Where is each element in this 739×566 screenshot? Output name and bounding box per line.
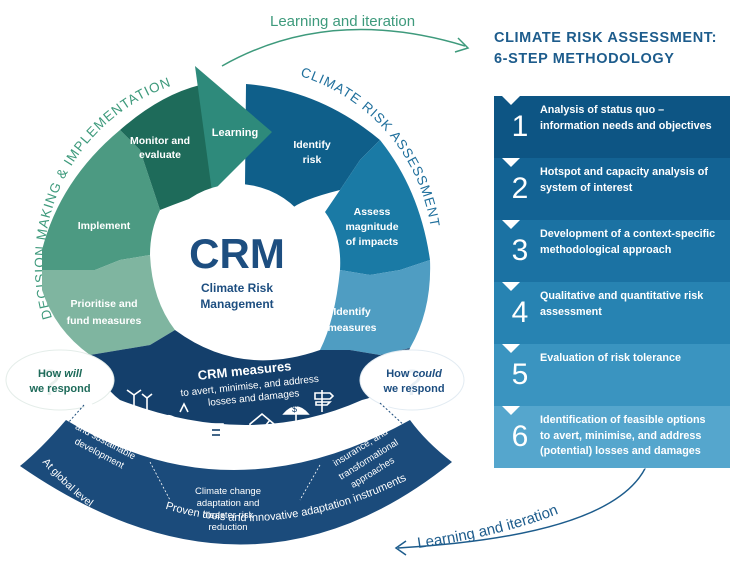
wave-icon (154, 402, 189, 431)
step-3[interactable]: 3 Development of a context-specific method… (494, 220, 730, 283)
step-text-line2: methodological approach (540, 243, 672, 256)
how-could-bubble: ? How could we respond (359, 349, 465, 412)
label-monitor-line2: evaluate (139, 149, 181, 161)
top-loop-arrow-line (221, 28, 466, 67)
step-text-line1: Qualitative and quantitative risk (540, 290, 704, 302)
step-number: 6 (511, 420, 529, 453)
top-loop-arrowhead (454, 37, 470, 53)
label-learning: Learning (212, 127, 258, 139)
step-1[interactable]: 1 Analysis of status quo – information nee… (494, 96, 730, 159)
step-text: Development of a context-specific methodo… (540, 227, 726, 258)
label-identify-risk-line2: risk (303, 154, 322, 166)
band-adaptation-line3: disaster risk (203, 510, 254, 521)
step-notch (502, 406, 520, 415)
band-adaptation-line4: reduction (208, 522, 247, 533)
panel-title-line1: CLIMATE RISK ASSESSMENT: (494, 30, 718, 46)
label-identify-measures-line2: measures (327, 322, 376, 334)
house-icon (249, 412, 275, 441)
segment-prioritise-fund[interactable] (42, 255, 175, 355)
center-title: CRM (189, 230, 285, 277)
bottom-loop-arrow-line (397, 461, 649, 549)
label-monitor-line1: Monitor and (130, 135, 190, 147)
how-could-line2: we respond (382, 383, 444, 395)
label-assess-line3: of impacts (346, 236, 399, 248)
panel-title: CLIMATE RISK ASSESSMENT: 6-STEP METHODOL… (494, 28, 734, 70)
step-text: Identification of feasible options to ave… (540, 413, 726, 460)
how-will-line2: we respond (28, 383, 90, 395)
step-number: 1 (511, 110, 529, 143)
label-identify-measures-line1: Identify (333, 306, 370, 318)
wind-turbine-icon (126, 389, 153, 415)
step-number: 4 (511, 296, 529, 329)
segment-implement[interactable] (42, 130, 160, 270)
segment-identify-risk[interactable] (245, 84, 380, 210)
signpost-icon (314, 390, 335, 412)
step-text-line1: Development of a context-specific (540, 228, 716, 240)
center-subtitle-line2: Management (200, 297, 273, 311)
label-prioritise-line1: Prioritise and (70, 298, 137, 310)
umbrella-money-icon: $ (282, 404, 310, 428)
step-text-line1: Analysis of status quo – (540, 104, 665, 116)
center-circle (153, 184, 321, 352)
how-will-bubble: ? How will we respond (5, 349, 115, 412)
step-notch (502, 344, 520, 353)
step-notch (502, 96, 520, 105)
band-adaptation-line1: Climate change (195, 486, 261, 497)
step-notch (502, 282, 520, 291)
how-could-question-mark: ? (402, 362, 422, 403)
step-2[interactable]: 2 Hotspot and capacity analysis of system … (494, 158, 730, 221)
step-text: Evaluation of risk tolerance (540, 351, 726, 367)
segment-monitor-evaluate[interactable] (120, 85, 215, 210)
band-adaptation: Climate change adaptation and disaster r… (195, 486, 261, 533)
step-text-line1: Identification of feasible options (540, 414, 706, 426)
label-prioritise-line2: fund measures (67, 315, 142, 327)
svg-text:$: $ (292, 404, 297, 414)
segment-learning-arrow[interactable] (195, 66, 272, 192)
step-text-line2: system of interest (540, 181, 633, 194)
bottom-loop-label: Learning and iteration (416, 501, 560, 552)
how-could-line1: How could (386, 368, 442, 380)
step-notch (502, 220, 520, 229)
step-6[interactable]: 6 Identification of feasible options to av… (494, 406, 730, 469)
step-number: 2 (511, 172, 529, 205)
label-assess-line1: Assess (354, 206, 391, 218)
label-implement: Implement (78, 220, 131, 232)
step-text: Hotspot and capacity analysis of system o… (540, 165, 726, 196)
how-will-question-mark: ? (40, 362, 60, 403)
step-divider (494, 468, 730, 469)
step-4[interactable]: 4 Qualitative and quantitative risk assess… (494, 282, 730, 345)
step-number: 5 (511, 358, 529, 391)
panel-title-line2: 6-STEP METHODOLOGY (494, 51, 675, 67)
step-number: 3 (511, 234, 529, 267)
step-text-line2: to avert, minimise, and address (540, 429, 702, 442)
step-text-line2: assessment (540, 305, 602, 318)
label-identify-risk-line1: Identify (293, 139, 330, 151)
label-assess-line2: magnitude (345, 221, 398, 233)
step-5[interactable]: 5 Evaluation of risk tolerance (494, 344, 730, 407)
step-text-line1: Hotspot and capacity analysis of (540, 166, 708, 178)
step-notch (502, 158, 520, 167)
top-loop-label: Learning and iteration (270, 13, 415, 30)
band-adaptation-line2: adaptation and (197, 498, 260, 509)
step-text-line3: (potential) losses and damages (540, 445, 701, 457)
measures-icons: $ (126, 389, 335, 443)
how-will-line1: How will (38, 368, 83, 380)
center-subtitle-line1: Climate Risk (201, 281, 273, 295)
band-divider-right (299, 464, 321, 501)
step-text: Analysis of status quo – information need… (540, 103, 726, 134)
step-text: Qualitative and quantitative risk assessm… (540, 289, 726, 320)
step-text-line2: information needs and objectives (540, 119, 712, 132)
bottom-loop-arrowhead (394, 540, 407, 556)
bottom-band (20, 420, 452, 545)
segment-identify-measures[interactable] (320, 260, 431, 355)
band-divider-left (149, 461, 171, 501)
document-icon (208, 423, 224, 443)
top-learning-loop: Learning and iteration (221, 13, 470, 67)
segment-assess-magnitude[interactable] (325, 140, 430, 275)
step-text-line1: Evaluation of risk tolerance (540, 352, 682, 364)
